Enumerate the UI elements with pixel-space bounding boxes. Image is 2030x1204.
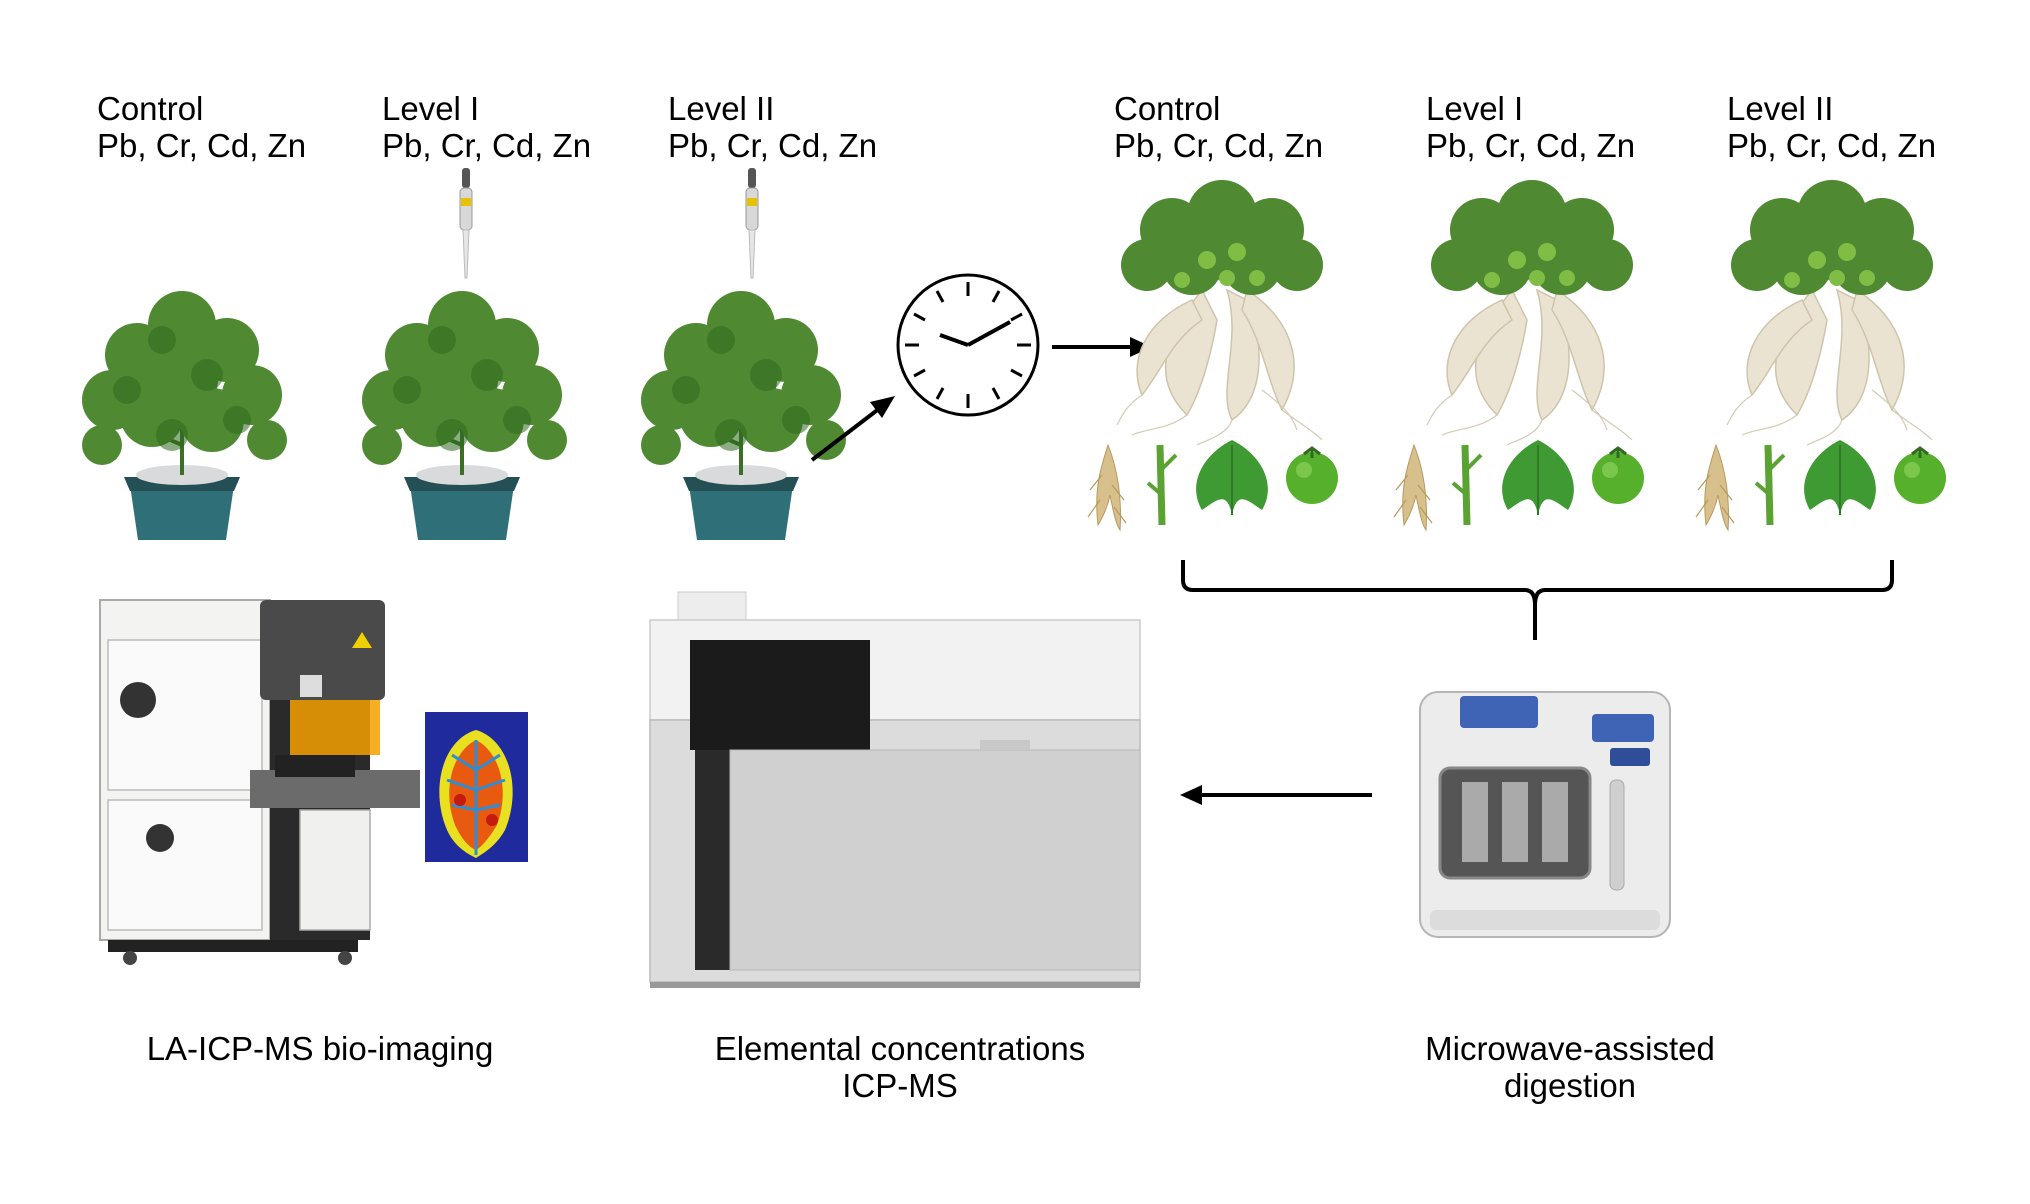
group-elements: Pb, Cr, Cd, Zn (1114, 127, 1324, 164)
root-icon (1393, 444, 1433, 531)
tomato-icon (1590, 446, 1646, 506)
caption-text: digestion (1503, 1067, 1637, 1104)
harvested-plant-icon (1116, 179, 1324, 446)
group-title: Level I (1426, 90, 1524, 127)
group-title: Control (97, 90, 204, 127)
root-icon (1695, 444, 1735, 531)
leaf-heatmap-icon (425, 712, 528, 862)
stem-icon (1756, 445, 1784, 525)
group-elements: Pb, Cr, Cd, Zn (1727, 127, 1937, 164)
harvested-plant-icon (1426, 179, 1634, 446)
grouping-brace (1181, 560, 1894, 640)
arrow-to-harvest (1052, 337, 1152, 357)
potted-tomato-plant-icon (80, 289, 289, 542)
potted-tomato-plant-icon (639, 289, 848, 542)
group-label-level1-before: Level I Pb, Cr, Cd, Zn (382, 90, 591, 164)
leaf-icon (1803, 439, 1877, 516)
caption-icp-ms: Elemental concentrations ICP-MS (660, 1030, 1140, 1104)
leaf-icon (1501, 439, 1575, 516)
harvested-plant-icon (1726, 179, 1934, 446)
pipette-icon (459, 167, 473, 279)
caption-text: Elemental concentrations (714, 1030, 1086, 1067)
group-label-level2-after: Level II Pb, Cr, Cd, Zn (1727, 90, 1936, 164)
group-label-level1-after: Level I Pb, Cr, Cd, Zn (1426, 90, 1635, 164)
arrow-to-icp-ms (1180, 785, 1372, 805)
microwave-digester-icon (1419, 691, 1671, 938)
clock-icon (896, 273, 1040, 417)
caption-la-icp-ms: LA-ICP-MS bio-imaging (120, 1030, 520, 1067)
caption-text: Microwave-assisted (1425, 1030, 1715, 1067)
group-elements: Pb, Cr, Cd, Zn (668, 127, 878, 164)
tomato-icon (1892, 446, 1948, 506)
arrow-to-clock (810, 396, 895, 462)
laser-ablation-instrument-icon (99, 599, 420, 965)
pipette-icon (745, 167, 759, 279)
stem-icon (1453, 445, 1481, 525)
group-label-level2-before: Level II Pb, Cr, Cd, Zn (668, 90, 877, 164)
caption-text: LA-ICP-MS bio-imaging (146, 1030, 494, 1067)
group-label-control-after: Control Pb, Cr, Cd, Zn (1114, 90, 1323, 164)
caption-text: ICP-MS (842, 1067, 958, 1104)
group-title: Level I (382, 90, 480, 127)
icp-ms-instrument-icon (649, 591, 1141, 988)
group-title: Level II (1727, 90, 1834, 127)
group-label-control-before: Control Pb, Cr, Cd, Zn (97, 90, 306, 164)
stem-icon (1148, 445, 1176, 525)
group-elements: Pb, Cr, Cd, Zn (97, 127, 307, 164)
group-title: Control (1114, 90, 1221, 127)
potted-tomato-plant-icon (360, 289, 569, 542)
group-elements: Pb, Cr, Cd, Zn (382, 127, 592, 164)
leaf-icon (1195, 439, 1269, 516)
group-title: Level II (668, 90, 775, 127)
group-elements: Pb, Cr, Cd, Zn (1426, 127, 1636, 164)
root-icon (1087, 444, 1127, 531)
caption-microwave-digestion: Microwave-assisted digestion (1370, 1030, 1770, 1104)
tomato-icon (1284, 446, 1340, 506)
